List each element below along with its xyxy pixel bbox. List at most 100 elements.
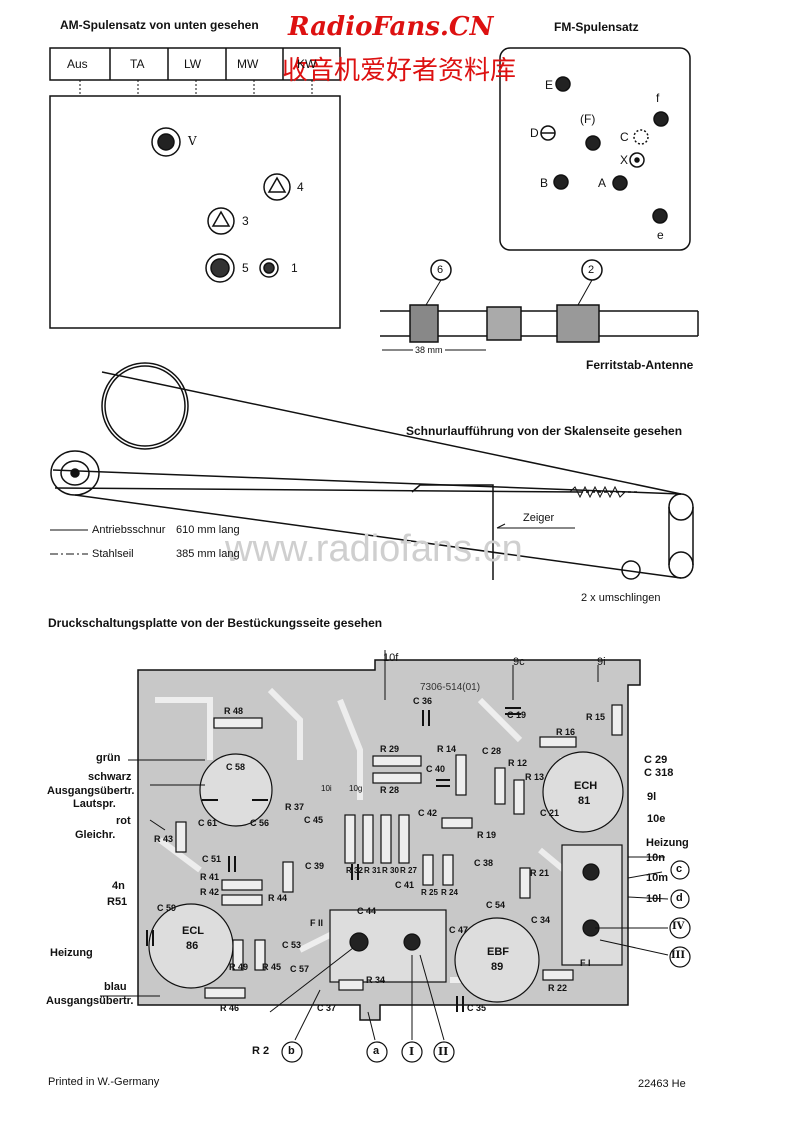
- comp-r22: R 22: [548, 983, 568, 993]
- comp-r14: R 14: [437, 744, 457, 754]
- comp-r30: R 30: [382, 866, 399, 875]
- pcb-right-10n: 10n: [646, 852, 665, 864]
- comp-c53: C 53: [282, 940, 302, 950]
- pulley-right-top: [668, 493, 694, 521]
- comp-r12: R 12: [508, 758, 528, 768]
- am-coil-label-3: 3: [242, 214, 249, 228]
- pulley-right-bottom: [668, 551, 694, 579]
- comp-r45: R 45: [262, 962, 282, 972]
- if-can: [329, 909, 447, 983]
- am-button-ta: TA: [130, 57, 145, 71]
- pcb-bottom-i: I: [409, 1045, 415, 1058]
- fm-label-a: A: [598, 176, 607, 190]
- comp-c37: C 37: [317, 1003, 337, 1013]
- comp-r28: R 28: [380, 785, 400, 795]
- pcb-board-id: 7306-514(01): [420, 682, 481, 693]
- pcb-bottom-r2: R 2: [252, 1045, 270, 1057]
- comp-c21: C 21: [540, 808, 560, 818]
- pcb-left-gleichr: Gleichr.: [75, 829, 116, 841]
- pointer-wire: [411, 484, 494, 580]
- comp-r21: R 21: [530, 868, 550, 878]
- am-coil-3: [207, 207, 235, 235]
- pcb-left-r51: R51: [107, 896, 128, 908]
- am-button-strip: [49, 47, 341, 81]
- pcb-circle-d-label: d: [676, 892, 683, 904]
- comp-c39: C 39: [305, 861, 325, 871]
- comp-c36: C 36: [413, 696, 433, 706]
- am-button-mw: MW: [237, 57, 259, 71]
- am-coil-label-5: 5: [242, 261, 249, 275]
- comp-r43: R 43: [154, 834, 174, 844]
- comp-c40: C 40: [426, 764, 446, 774]
- am-coil-box: [49, 95, 341, 329]
- comp-c28: C 28: [482, 746, 502, 756]
- comp-c44: C 44: [357, 906, 377, 916]
- fm-label-e-upper: E: [545, 78, 554, 92]
- cord-legend-drive-name: Antriebsschnur: [92, 524, 166, 536]
- comp-c41: C 41: [395, 880, 415, 890]
- tube-ebf-name: EBF: [487, 946, 509, 958]
- ferrite-coil-2: [556, 304, 600, 343]
- pcb-left-heizung: Heizung: [50, 947, 93, 959]
- comp-fi: F I: [580, 958, 591, 968]
- comp-c42: C 42: [418, 808, 438, 818]
- tube-socket-ech81: [542, 751, 624, 833]
- am-coil-label-1: 1: [291, 261, 298, 275]
- pcb-bottom-a: a: [373, 1045, 380, 1057]
- pcb-left-lautspr: Lautspr.: [73, 798, 116, 810]
- comp-r34: R 34: [366, 975, 386, 985]
- dial-drum: [101, 362, 189, 450]
- fm-coil-box: [499, 47, 691, 251]
- tube-socket-ebf89: [454, 917, 540, 1003]
- comp-r48: R 48: [224, 706, 244, 716]
- comp-r46: R 46: [220, 1003, 240, 1013]
- pcb-left-schwarz: schwarz: [88, 771, 132, 783]
- comp-10g: 10g: [349, 784, 363, 793]
- cord-title: Schnurlaufführung von der Skalenseite ge…: [406, 424, 683, 438]
- tube-ecl-name: ECL: [182, 925, 204, 937]
- pcb-right-10m: 10m: [646, 872, 669, 884]
- fm-label-b: B: [540, 176, 549, 190]
- comp-r29: R 29: [380, 744, 400, 754]
- ferrite-coil-6: [409, 304, 439, 343]
- comp-r15: R 15: [586, 712, 606, 722]
- pcb-left-gruen: grün: [96, 752, 121, 764]
- pcb-circle-iii: [669, 946, 691, 968]
- comp-c45: C 45: [304, 815, 324, 825]
- wrap-label: 2 x umschlingen: [581, 592, 661, 604]
- tube-ech-name: ECH: [574, 780, 598, 792]
- comp-c59: C 59: [157, 903, 177, 913]
- fm-label-x: X: [620, 153, 629, 167]
- comp-c61: C 61: [198, 818, 218, 828]
- pcb-lead-9c: 9c: [513, 656, 525, 668]
- pcb-right-10l: 10l: [646, 893, 662, 905]
- comp-r16: R 16: [556, 727, 576, 737]
- pcb-bottom-ii: II: [438, 1045, 449, 1058]
- watermark-url: www.radiofans.cn: [225, 528, 523, 570]
- footer-code: 22463 He: [638, 1078, 686, 1090]
- comp-r31: R 31: [364, 866, 381, 875]
- comp-c34: C 34: [531, 915, 551, 925]
- watermark-cn: 收音机爱好者资料库: [282, 56, 517, 86]
- ferrite-mark-2-label: 2: [588, 264, 595, 276]
- comp-r13: R 13: [525, 772, 545, 782]
- if-filter-fi: [561, 844, 623, 966]
- comp-c51: C 51: [202, 854, 222, 864]
- pcb-circle-iii-label: III: [671, 950, 686, 961]
- ferrite-dimension: 38 mm: [413, 345, 445, 355]
- comp-r32: R 32: [346, 866, 363, 875]
- footer-printed: Printed in W.-Germany: [48, 1076, 160, 1088]
- pcb-circle-c: [670, 860, 690, 880]
- pcb-bottom-b: b: [288, 1045, 295, 1057]
- ferrite-title: Ferritstab-Antenne: [586, 358, 694, 372]
- comp-c58: C 58: [226, 762, 246, 772]
- pcb-title: Druckschaltungsplatte von der Bestückung…: [48, 616, 383, 630]
- am-button-lw: LW: [184, 57, 202, 71]
- pcb-circle-iv-label: IV: [672, 921, 685, 932]
- comp-r25: R 25: [421, 888, 438, 897]
- comp-r42: R 42: [200, 887, 220, 897]
- am-coil-label-v: V: [188, 134, 197, 148]
- ferrite-coil-mid: [486, 306, 522, 341]
- am-coil-5: [205, 253, 235, 283]
- comp-c47: C 47: [449, 925, 469, 935]
